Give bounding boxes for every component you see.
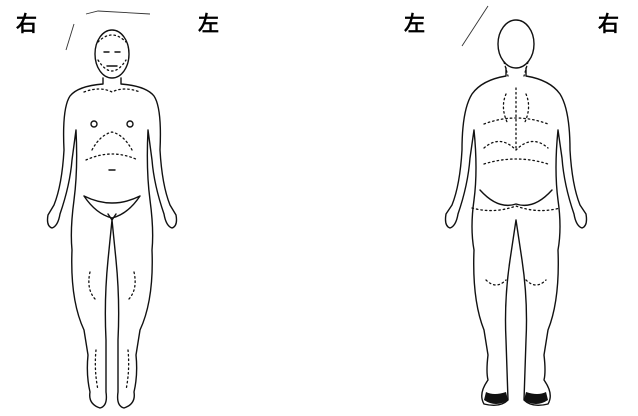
back-shoulder-blade-left	[524, 94, 529, 124]
front-view: 右 左	[16, 11, 219, 408]
sketch-mark	[86, 11, 150, 14]
back-knee-right	[486, 280, 506, 285]
front-body-outline	[48, 78, 177, 408]
front-ribcage	[92, 132, 132, 150]
back-hip-line	[472, 206, 560, 211]
front-abdomen	[86, 154, 138, 160]
back-shoulder-blade-right	[503, 94, 508, 124]
front-clavicle	[84, 89, 140, 92]
back-head	[498, 20, 534, 68]
front-shin-left	[126, 350, 129, 390]
back-buttocks	[480, 190, 552, 205]
back-right-label: 右	[598, 12, 619, 36]
back-waist	[484, 159, 548, 164]
front-right-label: 右	[16, 12, 37, 36]
front-shin-right	[95, 350, 98, 390]
front-nipple-left	[127, 121, 133, 127]
front-nipple-right	[91, 121, 97, 127]
back-neck	[504, 62, 528, 76]
front-knee-left	[128, 272, 135, 300]
back-left-label: 左	[404, 12, 425, 36]
front-pelvis	[84, 196, 140, 218]
front-hairline	[98, 35, 126, 42]
front-knee-right	[89, 272, 96, 300]
sketch-mark	[66, 24, 74, 50]
front-left-label: 左	[198, 12, 219, 36]
back-knee-left	[526, 280, 546, 285]
back-view: 左 右	[404, 6, 619, 405]
sketch-mark	[462, 6, 488, 46]
